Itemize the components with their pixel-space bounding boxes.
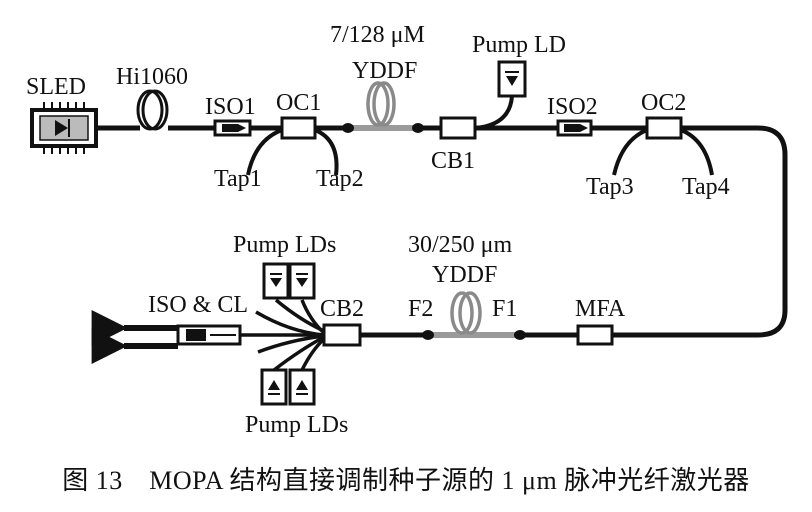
label-mfa: MFA (575, 296, 626, 322)
yddf1-coil (366, 81, 396, 127)
iso-cl-component (176, 324, 242, 346)
label-pump-lds-top: Pump LDs (233, 232, 336, 258)
figure-caption: 图 13 MOPA 结构直接调制种子源的 1 μm 脉冲光纤激光器 (62, 466, 750, 495)
label-f1: F1 (492, 296, 517, 322)
mfa-adaptor (576, 324, 614, 346)
oc2-coupler (612, 116, 714, 176)
iso2-isolator (556, 119, 593, 137)
label-pump-ld: Pump LD (472, 32, 566, 58)
label-yddf1: YDDF (352, 58, 417, 84)
label-core-size: 30/250 μm (408, 232, 513, 258)
label-cb2: CB2 (320, 296, 364, 322)
label-iso-cl: ISO & CL (148, 292, 248, 318)
fiber-laser-diagram: SLED Hi1060 ISO1 OC1 7/128 μM YDDF Pump … (26, 22, 788, 438)
f1-splice (514, 330, 526, 340)
pump-lds-bottom (260, 368, 316, 406)
label-iso1: ISO1 (205, 94, 256, 120)
label-tap4: Tap4 (682, 174, 730, 200)
splice-point (412, 123, 424, 133)
sled-source (30, 102, 98, 154)
iso1-isolator (213, 119, 252, 137)
hi1060-coil (136, 89, 169, 131)
label-pump-lds-bottom: Pump LDs (245, 412, 348, 438)
label-oc2: OC2 (641, 90, 686, 116)
label-hi1060: Hi1060 (116, 64, 188, 90)
cb2-combiner (240, 298, 362, 372)
yddf2-coil (450, 291, 482, 335)
f2-splice (422, 330, 434, 340)
label-tap3: Tap3 (586, 174, 634, 200)
label-concentration: 7/128 μM (330, 22, 425, 48)
label-tap1: Tap1 (214, 166, 262, 192)
output-arrows (91, 310, 178, 364)
label-oc1: OC1 (276, 90, 321, 116)
pump-lds-top (262, 262, 316, 300)
label-sled: SLED (26, 74, 86, 100)
upper-fiber (96, 125, 788, 338)
oc1-coupler (246, 116, 339, 176)
cb1-combiner (439, 116, 477, 140)
pump-ld (474, 60, 527, 130)
label-f2: F2 (408, 296, 433, 322)
splice-point (342, 123, 354, 133)
label-cb1: CB1 (431, 148, 475, 174)
label-yddf2: YDDF (432, 262, 497, 288)
label-iso2: ISO2 (547, 94, 598, 120)
label-tap2: Tap2 (316, 166, 364, 192)
